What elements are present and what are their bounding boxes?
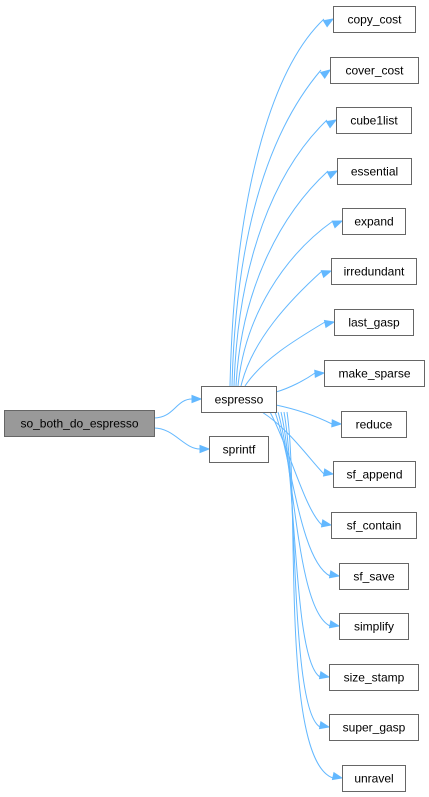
edges-layer — [153, 18, 344, 781]
arrowhead-sf_contain — [320, 519, 333, 528]
node-super-gasp[interactable]: super_gasp — [329, 714, 419, 741]
node-cube1list[interactable]: cube1list — [336, 107, 412, 134]
arrowhead-irredundant — [320, 270, 333, 279]
node-box-make-sparse[interactable] — [324, 360, 425, 387]
node-box-essential[interactable] — [337, 158, 412, 185]
edge-espresso-to-super_gasp — [283, 411, 321, 728]
arrowhead-make_sparse — [314, 369, 326, 379]
node-sf-append[interactable]: sf_append — [333, 461, 416, 488]
node-box-so-both-do-espresso[interactable] — [4, 410, 155, 437]
node-sf-save[interactable]: sf_save — [339, 563, 409, 590]
node-box-reduce[interactable] — [341, 411, 407, 438]
node-espresso[interactable]: espresso — [201, 386, 277, 413]
node-box-espresso[interactable] — [201, 386, 277, 413]
node-cover-cost[interactable]: cover_cost — [330, 57, 419, 84]
node-last-gasp[interactable]: last_gasp — [334, 309, 414, 336]
arrowhead-sprintf — [199, 444, 211, 454]
edge-espresso-to-make_sparse — [275, 372, 316, 393]
arrowhead-cube1list — [325, 119, 338, 129]
edge-espresso-to-copy_cost — [229, 18, 325, 387]
arrowhead-copy_cost — [322, 18, 335, 28]
node-box-cube1list[interactable] — [336, 107, 412, 134]
node-box-last-gasp[interactable] — [334, 309, 414, 336]
edge-espresso-to-reduce — [275, 404, 333, 425]
edge-espresso-to-expand — [237, 220, 334, 387]
node-box-irredundant[interactable] — [331, 258, 417, 285]
edge-espresso-to-sf_append — [261, 411, 325, 475]
node-sprintf[interactable]: sprintf — [209, 436, 269, 463]
arrowhead-essential — [326, 170, 339, 180]
node-irredundant[interactable]: irredundant — [331, 258, 417, 285]
arrowhead-super_gasp — [318, 720, 331, 730]
edge-espresso-to-sf_save — [274, 411, 331, 577]
node-unravel[interactable]: unravel — [342, 765, 406, 792]
nodes-layer: so_both_do_espresso espresso sprintf copy_c… — [4, 6, 425, 792]
edge-espresso-to-unravel — [286, 411, 334, 779]
arrowhead-size_stamp — [318, 670, 331, 680]
node-box-size-stamp[interactable] — [329, 664, 419, 691]
node-make-sparse[interactable]: make_sparse — [324, 360, 425, 387]
edge-espresso-to-essential — [235, 170, 329, 387]
edge-espresso-to-last_gasp — [244, 321, 326, 387]
node-box-sprintf[interactable] — [209, 436, 269, 463]
node-simplify[interactable]: simplify — [339, 613, 409, 640]
arrowhead-cover_cost — [319, 69, 332, 79]
node-so-both-do-espresso[interactable]: so_both_do_espresso — [4, 410, 155, 437]
node-box-sf-append[interactable] — [333, 461, 416, 488]
edge-espresso-to-size_stamp — [280, 411, 321, 678]
node-copy-cost[interactable]: copy_cost — [333, 6, 416, 33]
arrowhead-sf_save — [328, 570, 341, 579]
edge-espresso-to-simplify — [277, 411, 331, 627]
node-box-copy-cost[interactable] — [333, 6, 416, 33]
node-box-expand[interactable] — [342, 208, 406, 235]
edge-espresso-to-sf_contain — [269, 411, 323, 526]
arrowhead-simplify — [328, 620, 341, 629]
node-essential[interactable]: essential — [337, 158, 412, 185]
node-box-simplify[interactable] — [339, 613, 409, 640]
node-box-cover-cost[interactable] — [330, 57, 419, 84]
edge-so_both_do_espresso-to-sprintf — [153, 427, 201, 450]
edge-espresso-to-cover_cost — [231, 69, 322, 387]
node-box-unravel[interactable] — [342, 765, 406, 792]
arrowhead-sf_append — [322, 468, 335, 477]
node-box-super-gasp[interactable] — [329, 714, 419, 741]
edge-espresso-to-cube1list — [233, 119, 328, 387]
arrowhead-expand — [331, 220, 344, 229]
arrowhead-unravel — [331, 771, 344, 781]
node-box-sf-contain[interactable] — [331, 512, 417, 539]
arrowhead-espresso — [191, 394, 203, 404]
arrowhead-reduce — [331, 419, 343, 428]
node-sf-contain[interactable]: sf_contain — [331, 512, 417, 539]
edge-so_both_do_espresso-to-espresso — [153, 398, 193, 419]
node-reduce[interactable]: reduce — [341, 411, 407, 438]
edge-espresso-to-irredundant — [240, 270, 323, 387]
node-expand[interactable]: expand — [342, 208, 406, 235]
arrowhead-last_gasp — [323, 319, 336, 329]
node-size-stamp[interactable]: size_stamp — [329, 664, 419, 691]
node-box-sf-save[interactable] — [339, 563, 409, 590]
